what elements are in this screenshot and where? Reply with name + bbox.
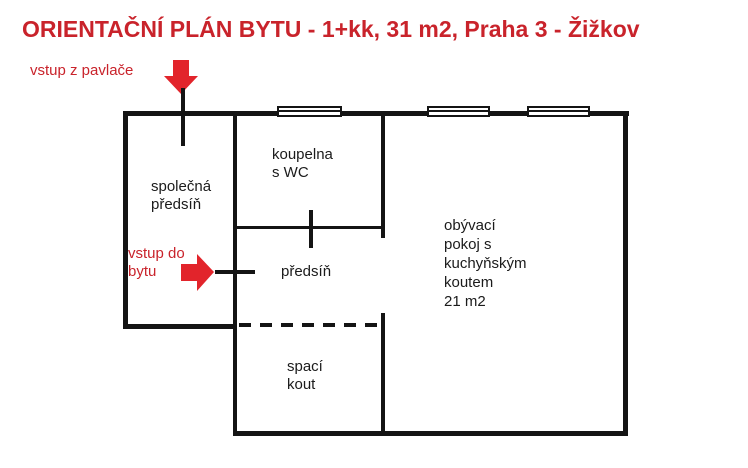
entry-from-gallery-label: vstup z pavlače — [30, 62, 134, 79]
entry-to-flat-label: vstup do bytu — [128, 245, 185, 280]
window-bathroom — [277, 106, 342, 117]
down-arrow-icon — [164, 60, 198, 94]
label-hall: předsíň — [281, 263, 332, 280]
window-pane-line — [529, 110, 588, 112]
wall-living-lower — [381, 313, 385, 436]
window-living-1 — [427, 106, 490, 117]
door-tick-bathroom — [309, 210, 313, 248]
door-tick-flat-entry — [215, 270, 255, 274]
wall-top — [123, 111, 629, 116]
wall-living-upper — [381, 111, 385, 238]
label-sleeping-nook: spací kout — [287, 358, 323, 393]
wall-right — [623, 111, 628, 436]
right-arrow-head — [197, 254, 214, 291]
window-pane-line — [429, 110, 488, 112]
wall-left — [123, 111, 128, 329]
label-bathroom: koupelna s WC — [272, 146, 333, 181]
door-line-gallery-entry — [181, 88, 185, 146]
window-living-2 — [527, 106, 590, 117]
right-arrow-shaft — [181, 264, 198, 281]
page-title: ORIENTAČNÍ PLÁN BYTU - 1+kk, 31 m2, Prah… — [22, 16, 640, 42]
label-shared-hall: společná předsíň — [151, 178, 212, 213]
dashed-divider-sleeping-nook — [239, 323, 382, 327]
wall-bottom — [233, 431, 628, 436]
label-living-room: obývací pokoj s kuchyňským koutem 21 m2 — [444, 217, 527, 310]
right-arrow-icon — [181, 254, 214, 291]
wall-shared-hall-bottom — [123, 324, 237, 329]
window-pane-line — [279, 110, 340, 112]
down-arrow-shaft — [173, 60, 189, 77]
down-arrow-head — [164, 76, 198, 94]
